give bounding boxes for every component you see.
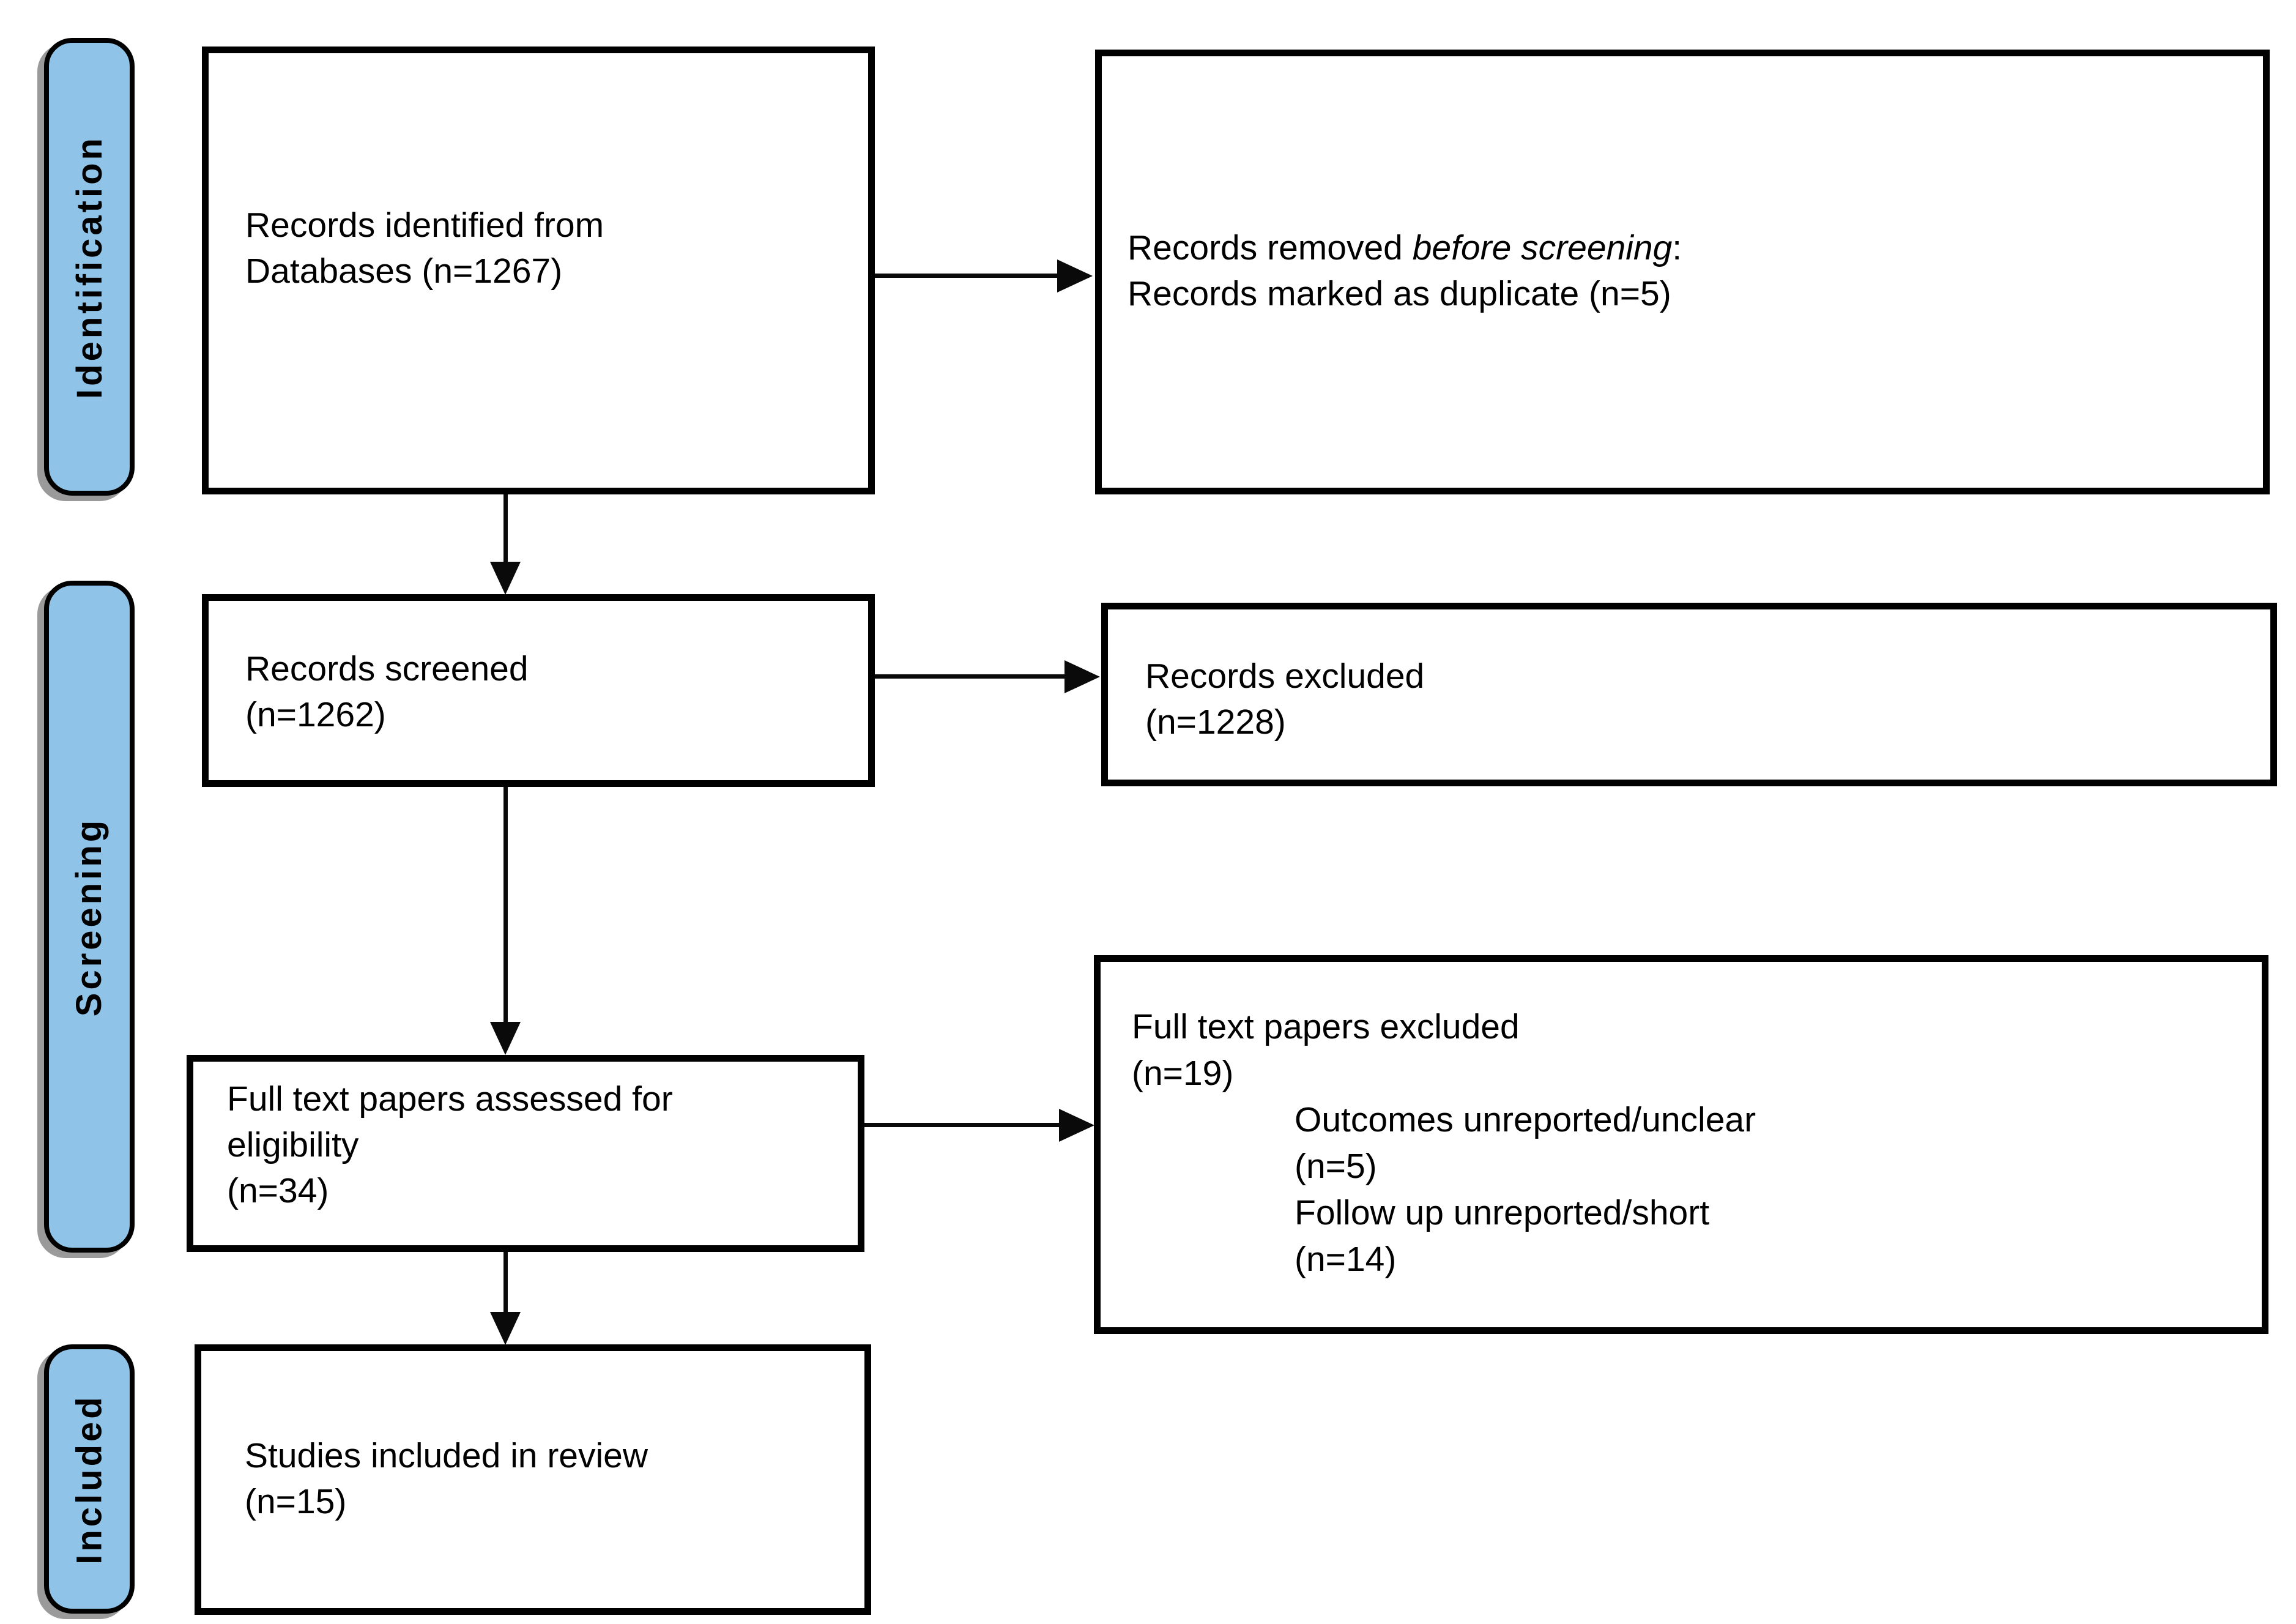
text-line: (n=19) — [1132, 1054, 1234, 1093]
arrow-line-screened-to-assessed — [503, 787, 508, 1023]
box-fulltext-excluded-text: Full text papers excluded (n=19) Outcome… — [1132, 1004, 1756, 1283]
stage-label-text: Included — [69, 1393, 110, 1565]
arrowhead-down-icon — [490, 1022, 521, 1055]
stage-label-included: Included — [44, 1344, 135, 1614]
arrow-line-identified-to-removed — [875, 274, 1060, 278]
stage-label-identification: Identification — [44, 38, 135, 496]
text-line: Databases (n=1267) — [245, 251, 563, 291]
arrowhead-right-icon — [1059, 1109, 1094, 1142]
box-records-removed: Records removed before screening: Record… — [1095, 50, 2270, 494]
arrow-line-screened-to-excluded — [875, 674, 1067, 679]
box-records-excluded: Records excluded (n=1228) — [1101, 603, 2277, 786]
text-line: Studies included in review — [245, 1436, 648, 1475]
text-line: (n=1262) — [245, 695, 386, 734]
arrowhead-down-icon — [490, 562, 521, 595]
box-records-screened: Records screened (n=1262) — [202, 594, 875, 787]
text-line: Full text papers excluded — [1132, 1007, 1520, 1046]
box-studies-included-text: Studies included in review (n=15) — [245, 1433, 648, 1525]
box-fulltext-assessed-text: Full text papers assessed for eligibilit… — [227, 1076, 673, 1214]
text-segment: : — [1672, 228, 1682, 267]
text-line-indented: Follow up unreported/short — [1295, 1193, 1710, 1232]
text-line: Records marked as duplicate (n=5) — [1128, 274, 1671, 313]
text-line: Records identified from — [245, 206, 604, 245]
text-line-indented: Outcomes unreported/unclear — [1295, 1100, 1756, 1139]
box-fulltext-excluded: Full text papers excluded (n=19) Outcome… — [1094, 955, 2268, 1334]
text-line: Records excluded — [1145, 657, 1425, 696]
text-line-indented: (n=14) — [1295, 1240, 1397, 1279]
text-line: Records removed before screening: — [1128, 225, 1682, 271]
text-line-indented: (n=5) — [1295, 1147, 1377, 1186]
arrow-line-assessed-to-included — [503, 1252, 508, 1313]
box-records-identified: Records identified from Databases (n=126… — [202, 47, 875, 494]
text-line: (n=15) — [245, 1482, 347, 1521]
text-line: Full text papers assessed for — [227, 1079, 673, 1119]
arrow-line-identified-to-screened — [503, 494, 508, 563]
box-records-removed-text: Records removed before screening: Record… — [1128, 225, 1682, 317]
stage-label-screening: Screening — [44, 581, 135, 1253]
stage-label-text: Screening — [69, 817, 110, 1016]
stage-label-text: Identification — [69, 135, 110, 399]
box-records-screened-text: Records screened (n=1262) — [245, 646, 529, 738]
text-line: Records screened — [245, 649, 529, 688]
box-records-excluded-text: Records excluded (n=1228) — [1145, 654, 1424, 745]
box-fulltext-assessed: Full text papers assessed for eligibilit… — [187, 1055, 864, 1252]
arrowhead-right-icon — [1057, 259, 1093, 292]
arrow-line-assessed-to-ftexcluded — [864, 1123, 1061, 1127]
text-line: (n=34) — [227, 1171, 329, 1210]
text-line: eligibility — [227, 1125, 359, 1164]
box-studies-included: Studies included in review (n=15) — [195, 1344, 871, 1615]
text-segment-italic: before screening — [1412, 228, 1673, 267]
box-records-identified-text: Records identified from Databases (n=126… — [245, 203, 604, 294]
arrowhead-right-icon — [1064, 660, 1100, 693]
text-line: (n=1228) — [1145, 702, 1286, 742]
text-segment: Records removed — [1128, 228, 1413, 267]
arrowhead-down-icon — [490, 1312, 521, 1345]
